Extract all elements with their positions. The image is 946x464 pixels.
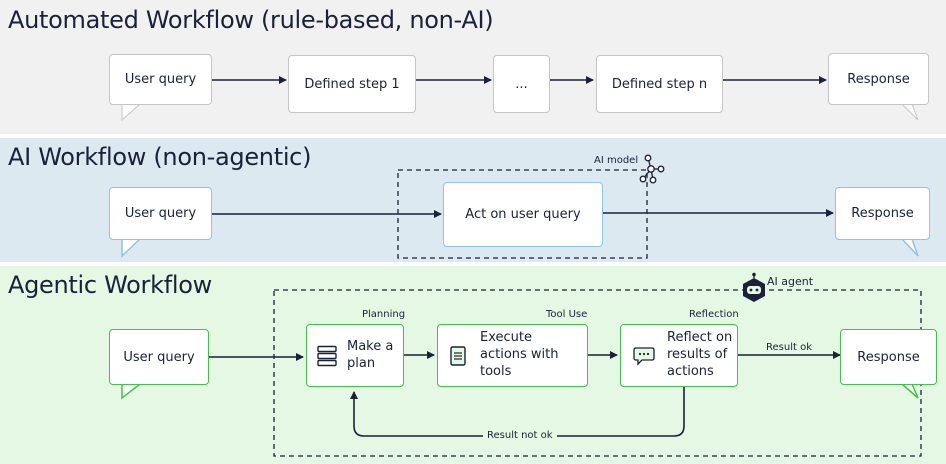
ai-model-network-icon [639, 154, 665, 184]
ai-workflow-title: AI Workflow (non-agentic) [8, 143, 312, 171]
ai-agent-label: AI agent [767, 275, 814, 288]
agentic-title: Agentic Workflow [8, 271, 212, 299]
stack-list-icon [317, 345, 337, 366]
defined-step-n-box: Defined step n [596, 55, 723, 113]
rule-based-title: Automated Workflow (rule-based, non-AI) [8, 6, 494, 34]
document-tool-icon [450, 345, 466, 366]
result-not-ok-label: Result not ok [483, 430, 557, 441]
rule-response-text: Response [847, 71, 910, 87]
reflect-on-results-box: Reflect on results of actions [620, 324, 738, 387]
chat-bubble-icon [633, 346, 655, 366]
make-a-plan-text: Make a plan [347, 338, 394, 371]
ai-user-query-bubble: User query [109, 187, 212, 240]
ellipsis-step-text: ... [515, 76, 528, 92]
agentic-user-query-bubble: User query [109, 329, 209, 385]
defined-step-n-text: Defined step n [611, 76, 708, 92]
rule-user-query-bubble: User query [109, 54, 212, 105]
ellipsis-step-box: ... [493, 55, 550, 113]
agentic-user-query-text: User query [123, 349, 195, 365]
result-ok-label: Result ok [766, 342, 812, 353]
act-on-user-query-box: Act on user query [443, 182, 603, 247]
act-on-user-query-text: Act on user query [465, 207, 581, 222]
ai-response-bubble: Response [835, 187, 930, 240]
ai-user-query-text: User query [124, 206, 197, 221]
tool-use-label: Tool Use [546, 309, 588, 320]
ai-response-text: Response [851, 206, 914, 221]
make-a-plan-box: Make a plan [306, 324, 404, 387]
reflection-label: Reflection [689, 309, 739, 320]
reflect-on-results-text: Reflect on results of actions [667, 330, 733, 379]
rule-response-bubble: Response [828, 53, 929, 105]
ai-model-label: AI model [594, 155, 639, 166]
ai-agent-robot-icon [743, 272, 765, 302]
planning-label: Planning [362, 309, 406, 320]
execute-actions-box: Execute actions with tools [437, 324, 588, 387]
rule-user-query-text: User query [124, 72, 197, 87]
agentic-response-bubble: Response [840, 329, 937, 385]
execute-actions-text: Execute actions with tools [480, 330, 559, 379]
defined-step-1-text: Defined step 1 [304, 76, 400, 92]
defined-step-1-box: Defined step 1 [288, 55, 416, 113]
agentic-response-text: Response [857, 349, 920, 365]
